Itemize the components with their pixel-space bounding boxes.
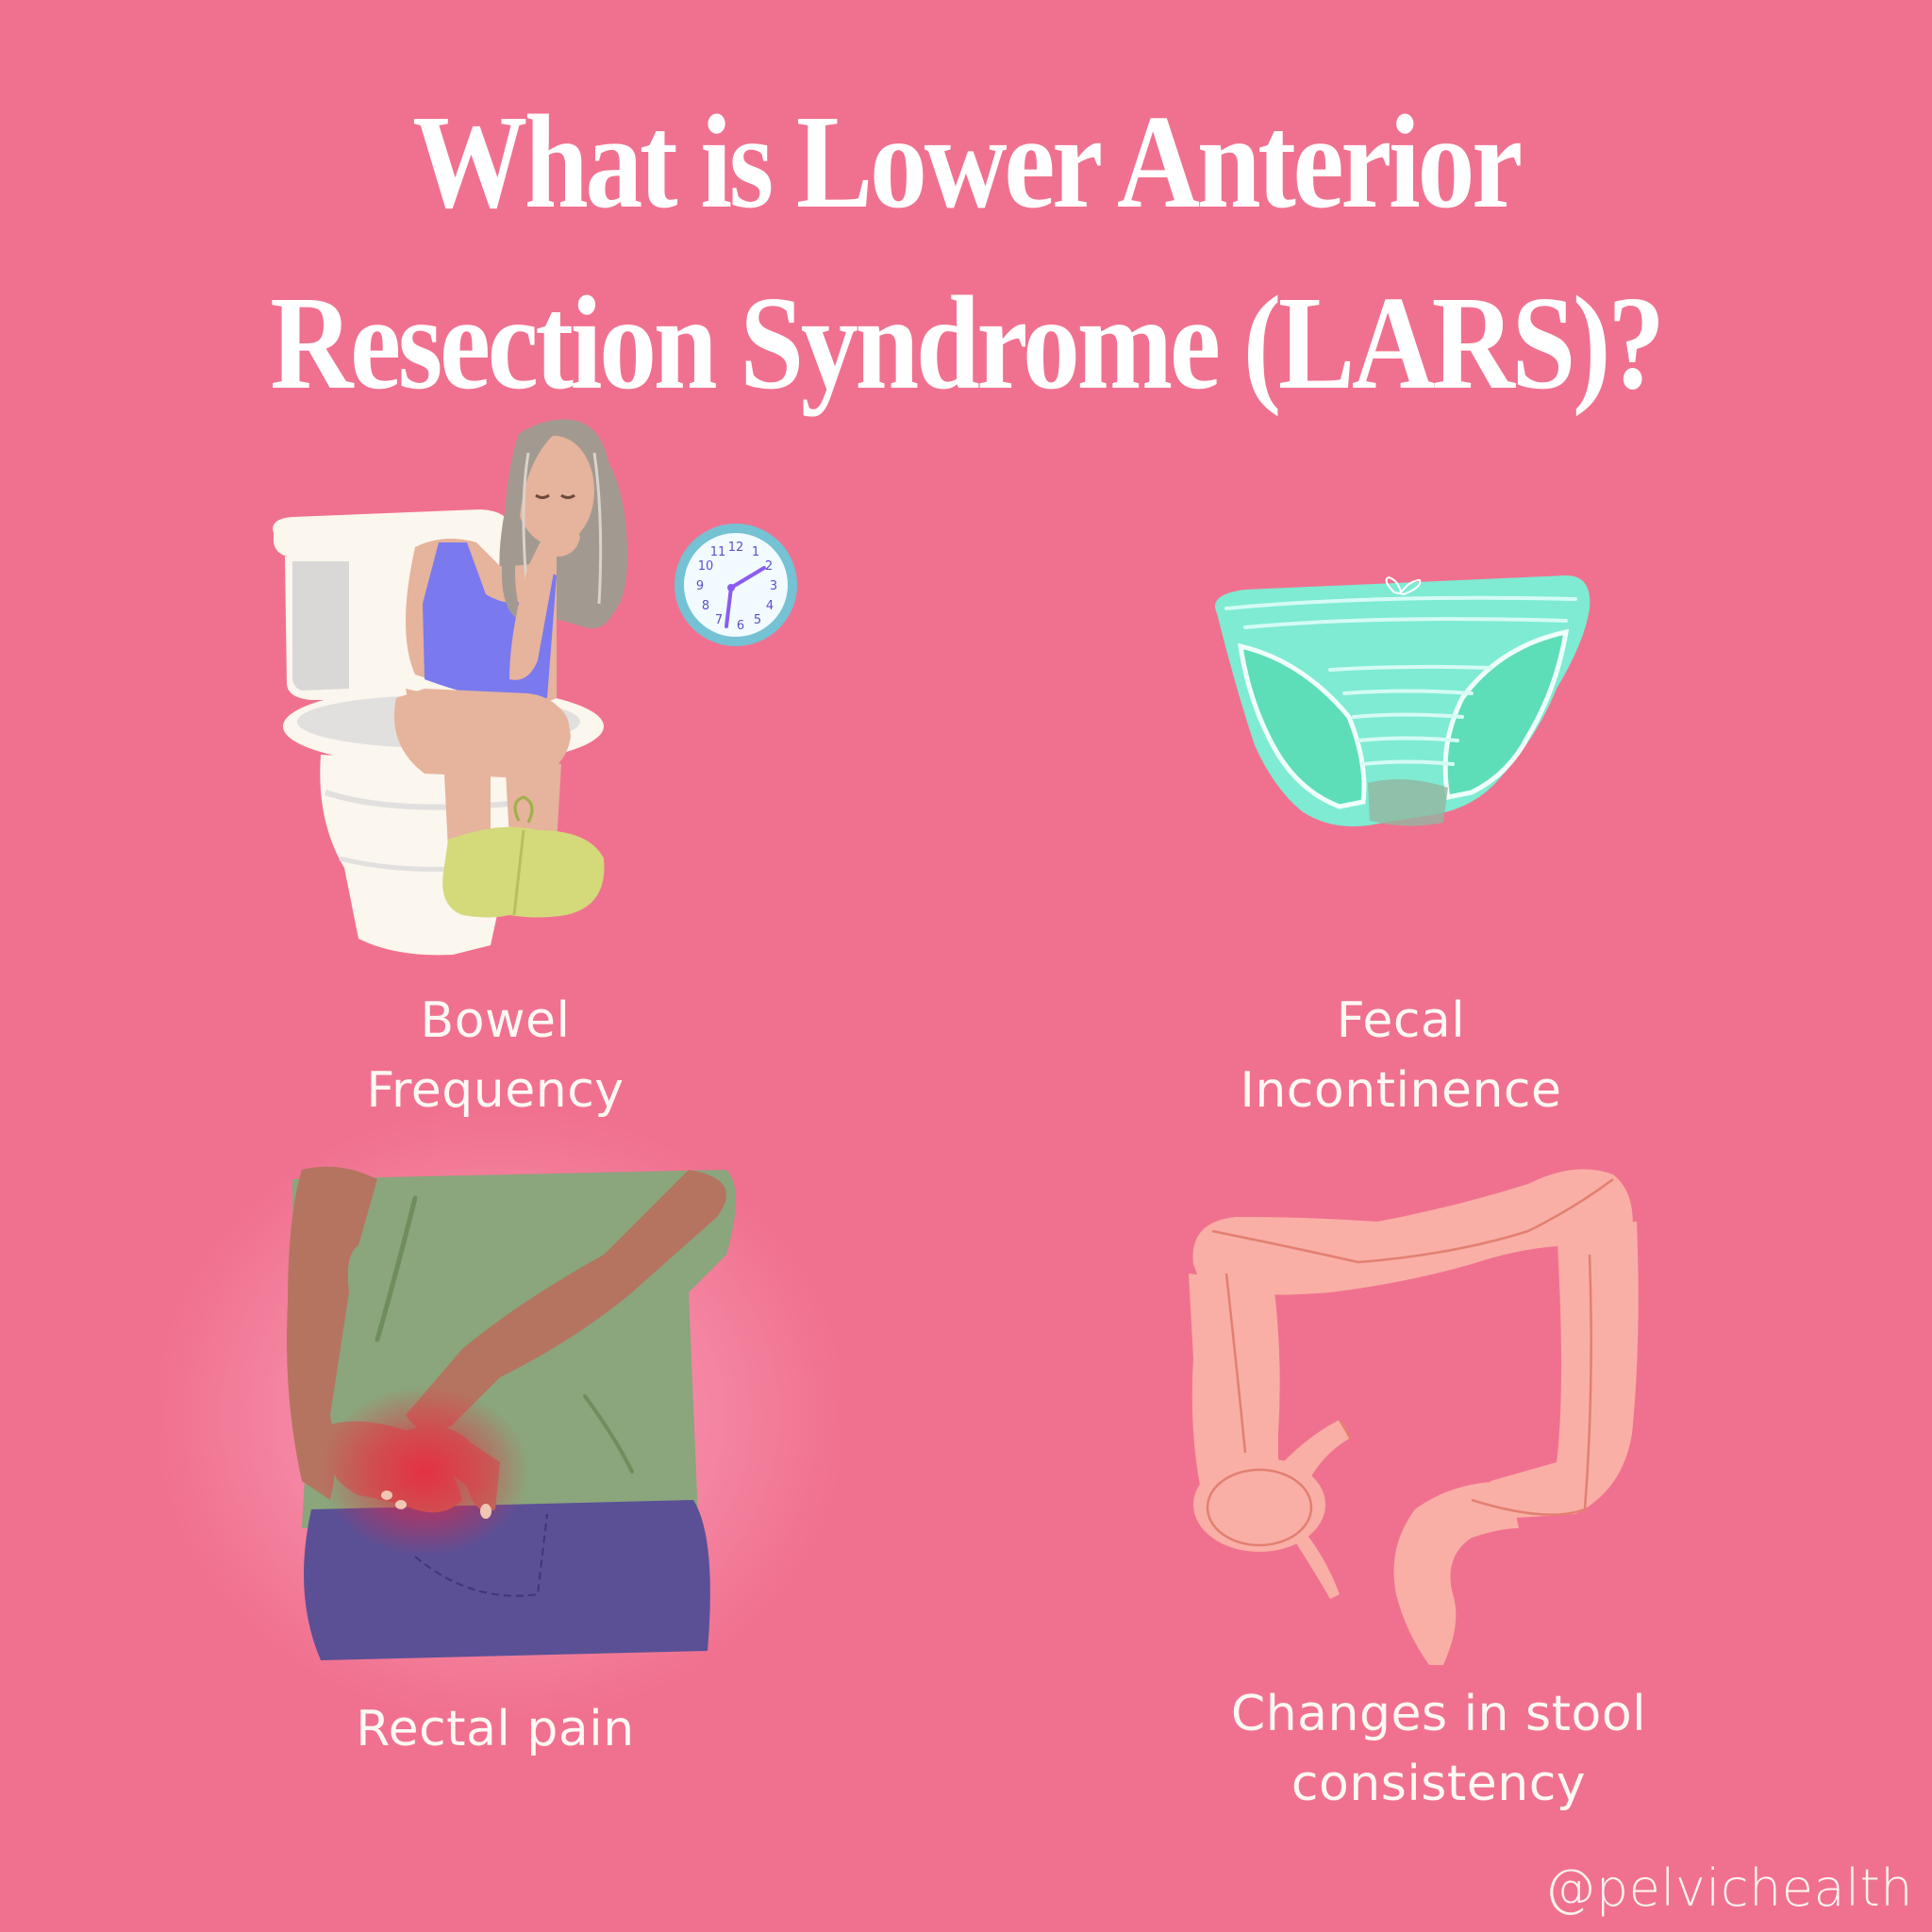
- svg-text:12: 12: [728, 541, 744, 555]
- svg-text:9: 9: [696, 579, 704, 593]
- svg-text:10: 10: [698, 559, 714, 574]
- svg-text:5: 5: [754, 613, 761, 627]
- page-title: What is Lower Anterior Resection Syndrom…: [135, 71, 1796, 433]
- svg-text:4: 4: [766, 599, 774, 613]
- svg-text:7: 7: [715, 613, 723, 627]
- svg-text:6: 6: [737, 619, 744, 633]
- person-holding-lower-back-icon: [287, 1166, 736, 1660]
- symptom-label-fecal-incontinence: Fecal Incontinence: [1240, 992, 1562, 1119]
- title-line-2: Resection Syndrome (LARS)?: [270, 268, 1665, 417]
- watermark-handle: @pelvichealth: [1544, 1858, 1913, 1918]
- symptom-label-rectal-pain: Rectal pain: [356, 1701, 635, 1757]
- svg-text:11: 11: [710, 545, 726, 559]
- svg-text:8: 8: [702, 599, 709, 613]
- title-line-1: What is Lower Anterior: [412, 87, 1523, 236]
- symptom-label-bowel-frequency: Bowel Frequency: [366, 992, 625, 1119]
- svg-text:2: 2: [765, 559, 773, 574]
- large-intestine-icon: [1189, 1169, 1639, 1665]
- soiled-underwear-icon: [1215, 575, 1591, 826]
- symptom-label-stool-consistency: Changes in stool consistency: [1230, 1686, 1647, 1812]
- svg-text:3: 3: [770, 579, 777, 593]
- svg-text:1: 1: [752, 545, 759, 559]
